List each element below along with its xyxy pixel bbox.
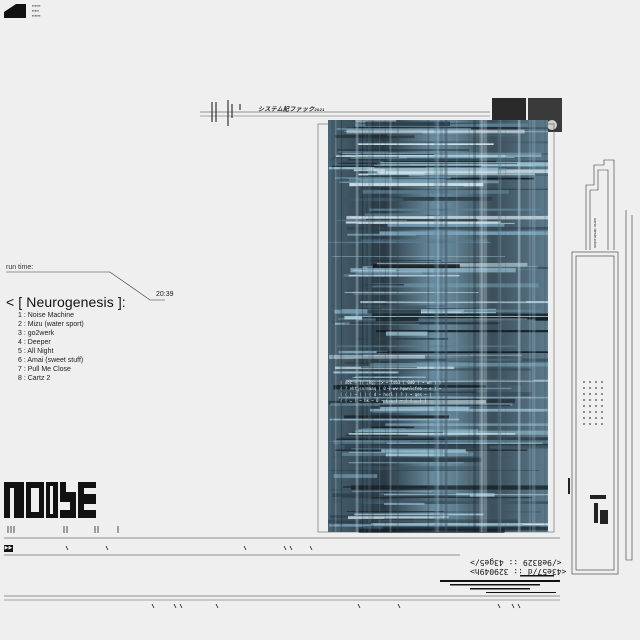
track-list: 1 : Noise Machine 2 : Mizu (water sport)… xyxy=(18,311,84,383)
header-title-jp: システム記ファック xyxy=(258,107,315,113)
code-line-1: <43e57/d :: 329049h> xyxy=(470,567,567,576)
code-line-2: </9e8329 :: 43ge5/> xyxy=(470,558,562,567)
dot-grid xyxy=(583,381,603,425)
list-item: 5 : All Night xyxy=(18,348,54,355)
play-icon[interactable]: ▶▶ xyxy=(4,545,13,552)
noise-glyph-logo xyxy=(4,482,96,518)
list-item: 8 : Cartz 2 xyxy=(18,375,51,382)
runtime-value: 20:39 xyxy=(156,291,174,298)
header-title: システム記ファック2021 xyxy=(258,104,325,113)
overlay-line: ( xoc ~ ([ ;hg; ]> ~ lsb3 [ 0d0 ] ~ wn ]… xyxy=(340,380,442,385)
side-label: sonic destruction xyxy=(593,218,598,249)
bar-strips xyxy=(440,575,560,593)
list-item: 7 : Pull Me Close xyxy=(18,366,71,373)
overlay-line: ( ? ehtjsnrmmaq [ 0 ] wv hpwnlcfeb ~ e )… xyxy=(340,386,442,391)
overlay-text-block: ( xoc ~ ([ ;hg; ]> ~ lsb3 [ 0d0 ] ~ wn ]… xyxy=(340,380,540,404)
list-item: 2 : Mizu (water sport) xyxy=(18,321,84,328)
list-item: 1 : Noise Machine xyxy=(18,312,75,319)
list-item: 4 : Deeper xyxy=(18,339,51,346)
overlay-line: ( ( … ) ~ hk ~ 0 ~ ( … ) ~ ( ( … ) ) xyxy=(340,398,427,403)
overlay-line: ( ( ) ~ ( ( ( d ~ hsrl ( ? ) ~ qes ~ ) xyxy=(340,392,432,397)
album-title: < [ Neurogenesis ]: xyxy=(6,294,126,310)
fine-print: ▪▪▪▪▪▪▪▪▪▪▪▪▪▪▪▪▪ xyxy=(32,3,41,18)
logo-mark xyxy=(4,4,26,18)
header-year: 2021 xyxy=(314,107,325,112)
list-item: 6 : Amai (sweet stuff) xyxy=(18,357,84,364)
runtime-label: run time: xyxy=(6,264,34,271)
list-item: 3 : go2werk xyxy=(18,330,55,337)
